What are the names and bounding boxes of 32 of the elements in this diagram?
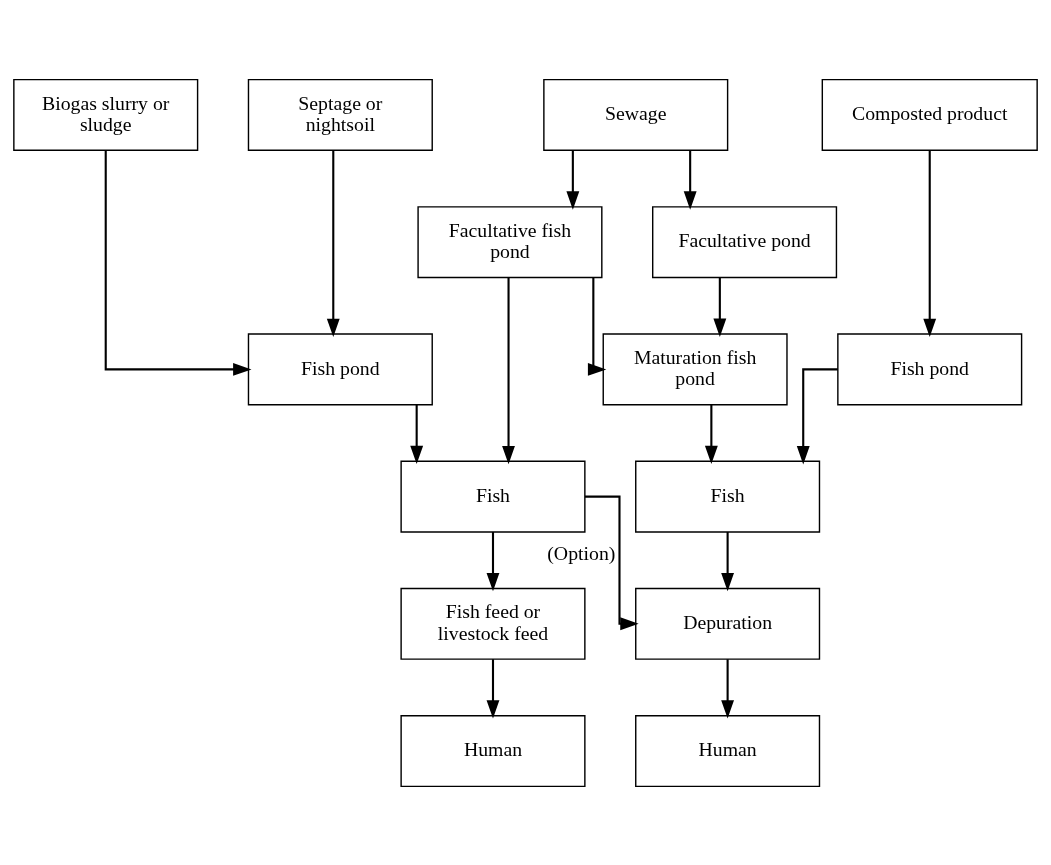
arrow bbox=[721, 531, 735, 591]
node-box: Depuration bbox=[635, 587, 821, 660]
node-box: Facultative pond bbox=[652, 205, 838, 278]
arrow bbox=[704, 404, 718, 464]
node-box: Human bbox=[635, 714, 821, 787]
node-box: Fish bbox=[635, 460, 821, 533]
arrow bbox=[326, 149, 340, 337]
arrow bbox=[923, 149, 937, 337]
arrow bbox=[683, 149, 697, 210]
arrow bbox=[584, 495, 639, 630]
arrow bbox=[486, 658, 500, 719]
arrow bbox=[410, 404, 424, 464]
node-box: Human bbox=[400, 714, 586, 787]
arrow bbox=[721, 658, 735, 719]
node-box: Septage or nightsoil bbox=[247, 78, 433, 151]
node-box: Fish bbox=[400, 460, 586, 533]
arrow bbox=[502, 277, 515, 464]
node-box: Composted product bbox=[821, 78, 1038, 151]
arrow bbox=[566, 149, 580, 210]
arrow bbox=[104, 149, 252, 376]
node-box: Fish pond bbox=[837, 332, 1023, 405]
arrow bbox=[796, 367, 838, 464]
node-box: Sewage bbox=[543, 78, 729, 151]
arrow bbox=[713, 277, 727, 337]
arrow bbox=[486, 531, 500, 591]
node-box: Facultative fish pond bbox=[417, 205, 603, 278]
edge-label: (Option) bbox=[547, 541, 616, 564]
node-box: Fish pond bbox=[247, 332, 433, 405]
node-box: Fish feed or livestock feed bbox=[400, 587, 586, 660]
node-box: Maturation fish pond bbox=[602, 332, 788, 405]
arrow bbox=[587, 277, 607, 376]
node-box: Biogas slurry or sludge bbox=[13, 78, 199, 151]
